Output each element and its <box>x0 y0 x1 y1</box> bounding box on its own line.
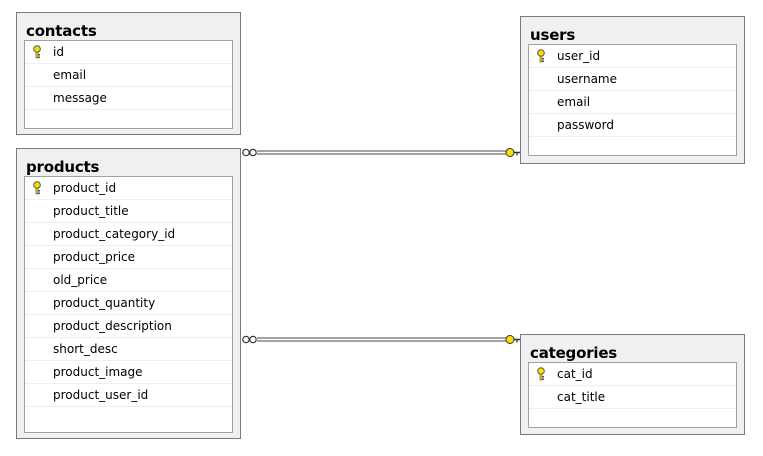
column-name: product_title <box>53 204 129 218</box>
column-row[interactable]: old_price <box>25 269 232 292</box>
column-name: email <box>557 95 591 109</box>
table-title: users <box>530 26 576 44</box>
column-row[interactable]: id <box>25 41 232 64</box>
column-row[interactable]: product_title <box>25 200 232 223</box>
infinity-icon <box>242 148 257 157</box>
key-icon <box>537 49 545 63</box>
column-row[interactable]: product_image <box>25 361 232 384</box>
column-name: product_category_id <box>53 227 176 241</box>
column-name: short_desc <box>53 342 118 356</box>
column-name: username <box>557 72 617 86</box>
column-row[interactable]: product_user_id <box>25 384 232 407</box>
infinity-icon <box>242 335 257 344</box>
column-name: product_description <box>53 319 172 333</box>
column-name: product_id <box>53 181 117 195</box>
table-title: categories <box>530 344 618 362</box>
key-icon <box>537 367 545 381</box>
column-name: product_user_id <box>53 388 149 402</box>
key-icon <box>505 148 520 157</box>
column-list: product_id product_title product_categor… <box>24 176 233 433</box>
column-row[interactable]: message <box>25 87 232 110</box>
column-row[interactable]: cat_title <box>529 386 736 409</box>
column-row[interactable]: user_id <box>529 45 736 68</box>
column-row[interactable]: product_category_id <box>25 223 232 246</box>
column-row[interactable]: email <box>25 64 232 87</box>
column-row[interactable]: product_id <box>25 177 232 200</box>
column-name: product_price <box>53 250 136 264</box>
column-name: cat_title <box>557 390 606 404</box>
column-row[interactable]: product_description <box>25 315 232 338</box>
table-categories[interactable]: categories cat_id cat_title <box>520 334 745 435</box>
column-name: id <box>53 45 64 59</box>
key-icon <box>33 181 41 195</box>
key-icon <box>33 45 41 59</box>
column-row[interactable]: cat_id <box>529 363 736 386</box>
column-row[interactable]: product_price <box>25 246 232 269</box>
column-name: message <box>53 91 107 105</box>
column-name: product_image <box>53 365 143 379</box>
column-list: id email message <box>24 40 233 129</box>
table-title: products <box>26 158 100 176</box>
column-list: user_id username email password <box>528 44 737 156</box>
table-users[interactable]: users user_id username email password <box>520 16 745 164</box>
column-row[interactable]: product_quantity <box>25 292 232 315</box>
column-list: cat_id cat_title <box>528 362 737 428</box>
relationship-products-categories[interactable] <box>242 335 520 344</box>
table-title: contacts <box>26 22 97 40</box>
column-name: password <box>557 118 614 132</box>
table-products[interactable]: products product_id product_title produc… <box>16 148 241 439</box>
column-name: email <box>53 68 87 82</box>
table-contacts[interactable]: contacts id email message <box>16 12 241 135</box>
column-row[interactable]: email <box>529 91 736 114</box>
relationship-products-users[interactable] <box>242 148 520 157</box>
column-row[interactable]: password <box>529 114 736 137</box>
column-name: old_price <box>53 273 108 287</box>
column-name: product_quantity <box>53 296 156 310</box>
column-row[interactable]: username <box>529 68 736 91</box>
key-icon <box>505 335 520 344</box>
column-row[interactable]: short_desc <box>25 338 232 361</box>
column-name: user_id <box>557 49 601 63</box>
column-name: cat_id <box>557 367 593 381</box>
